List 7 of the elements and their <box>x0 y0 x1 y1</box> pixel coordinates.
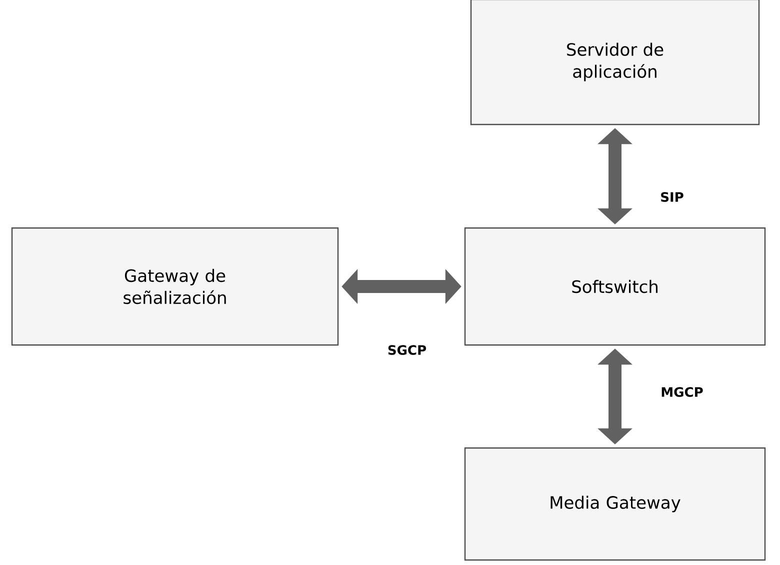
process-box: Servidor de aplicación <box>470 0 760 126</box>
process-box: Softswitch <box>464 227 766 346</box>
edge-label: MGCP <box>662 387 703 397</box>
process-box: Gateway de señalización <box>11 227 339 346</box>
edge-label: SIP <box>661 192 684 202</box>
edge-label: SGCP <box>388 345 426 355</box>
process-box: Media Gateway <box>464 447 766 561</box>
